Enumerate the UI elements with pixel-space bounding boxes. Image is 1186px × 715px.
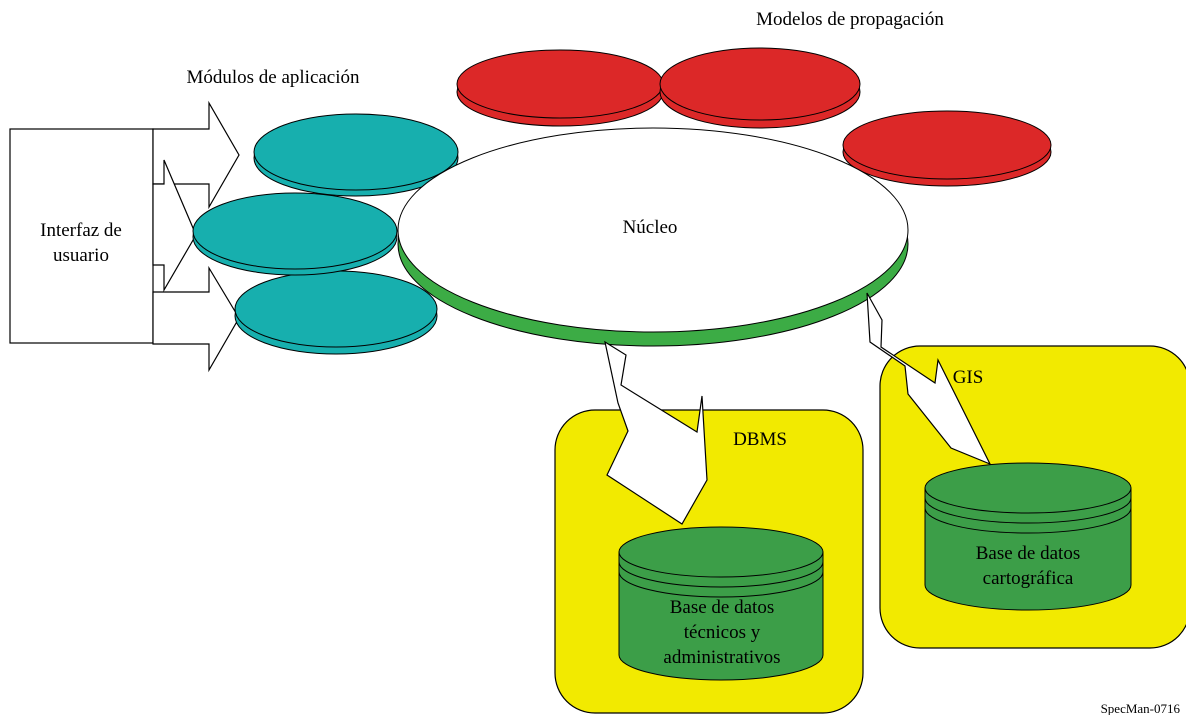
ui-arrow-3 xyxy=(152,265,240,373)
propagation-model-disc-1 xyxy=(456,49,664,127)
gis-link-arrow xyxy=(866,292,992,466)
cartographic-database-label-line1: Base de datos xyxy=(976,543,1080,564)
technical-database-label-line1: Base de datos xyxy=(670,597,774,618)
user-interface-box xyxy=(9,128,154,344)
user-interface-label-line1: Interfaz de xyxy=(40,220,122,241)
cartographic-database-label-line2: cartográfica xyxy=(983,568,1074,589)
dbms-label: DBMS xyxy=(733,429,787,450)
ui-arrow-2 xyxy=(152,159,197,293)
propagation-model-disc-3 xyxy=(842,110,1052,187)
propagation-model-disc-2 xyxy=(659,47,861,129)
figure-reference: SpecMan-0716 xyxy=(1101,701,1181,715)
core-disc xyxy=(397,127,909,347)
technical-database-label-line3: administrativos xyxy=(663,647,780,668)
application-module-disc-3 xyxy=(234,270,438,355)
application-module-disc-1 xyxy=(253,113,459,197)
technical-database-label-line2: técnicos y xyxy=(684,622,761,643)
application-module-disc-2 xyxy=(192,192,398,276)
gis-label: GIS xyxy=(953,367,984,388)
technical-database-cylinder xyxy=(618,526,824,681)
core-label: Núcleo xyxy=(623,217,678,238)
application-modules-label: Módulos de aplicación xyxy=(186,67,360,88)
cartographic-database-cylinder xyxy=(924,462,1132,611)
propagation-models-label: Modelos de propagación xyxy=(756,9,944,30)
user-interface-label-line2: usuario xyxy=(53,245,109,266)
dbms-link-arrow xyxy=(604,340,708,525)
